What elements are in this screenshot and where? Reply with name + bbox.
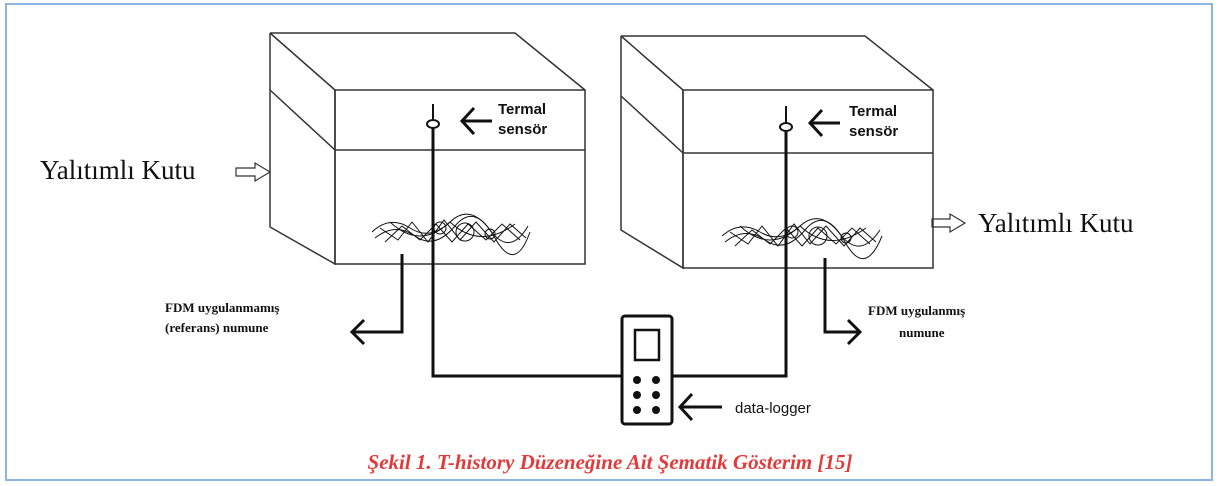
figure-border bbox=[5, 3, 1213, 481]
right-sensor-icon bbox=[779, 122, 793, 132]
reference-sample-label-line1: FDM uygulanmamış bbox=[165, 300, 279, 315]
left-box-label-arrow bbox=[235, 161, 272, 183]
figure-caption: Şekil 1. T-history Düzeneğine Ait Şemati… bbox=[367, 450, 853, 474]
left-sensor-cable bbox=[431, 128, 622, 378]
reference-sample-label-line2: (referans) numune bbox=[165, 320, 269, 335]
reference-sample-arrow bbox=[349, 254, 404, 346]
left-sensor-arrow bbox=[459, 106, 492, 136]
data-logger-label: data-logger bbox=[735, 400, 811, 417]
left-insulated-box bbox=[269, 32, 586, 266]
right-sample-mesh bbox=[721, 218, 883, 260]
right-box-side-lid-line bbox=[620, 95, 684, 154]
left-sample-mesh bbox=[371, 213, 531, 256]
right-sensor-label-line2: sensör bbox=[849, 123, 898, 140]
data-logger-arrow bbox=[677, 392, 722, 422]
data-logger-buttons bbox=[633, 376, 660, 414]
treated-sample-arrow bbox=[823, 258, 863, 346]
right-box-label-arrow bbox=[931, 212, 967, 234]
right-sensor-cable bbox=[672, 131, 788, 378]
data-logger-device bbox=[620, 314, 674, 426]
left-box-side-lid-line bbox=[269, 89, 336, 151]
right-box-top-face bbox=[621, 35, 934, 91]
left-box-top-face bbox=[270, 32, 586, 91]
sensor-cables bbox=[431, 128, 788, 378]
left-sensor-label-line2: sensör bbox=[498, 121, 547, 138]
left-box-label: Yalıtımlı Kutu bbox=[40, 155, 196, 185]
right-box-side-face bbox=[620, 35, 684, 270]
right-box-label: Yalıtımlı Kutu bbox=[978, 208, 1134, 238]
right-sensor-arrow bbox=[807, 108, 840, 138]
left-box-front-face bbox=[334, 89, 586, 265]
left-sensor-icon bbox=[426, 119, 440, 129]
right-insulated-box bbox=[620, 35, 934, 270]
data-logger-screen bbox=[633, 328, 661, 362]
left-sensor-label-line1: Termal bbox=[498, 101, 546, 118]
treated-sample-label-line2: numune bbox=[899, 325, 945, 340]
right-sensor-label-line1: Termal bbox=[849, 103, 897, 120]
left-box-side-face bbox=[269, 32, 336, 266]
treated-sample-label-line1: FDM uygulanmış bbox=[868, 303, 965, 318]
